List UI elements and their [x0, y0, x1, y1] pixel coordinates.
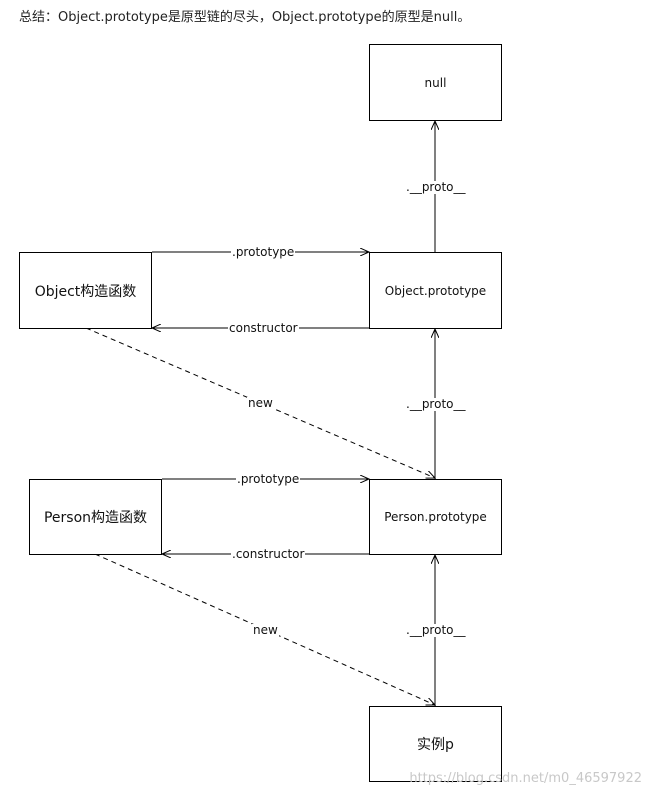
label-object-new: new [247, 396, 274, 410]
node-object-prototype: Object.prototype [369, 252, 502, 329]
label-person-prototype: .prototype [236, 472, 301, 486]
node-person-prototype: Person.prototype [369, 479, 502, 555]
label-proto-null: .__proto__ [405, 180, 467, 194]
summary-text: 总结：Object.prototype是原型链的尽头，Object.protot… [19, 10, 471, 25]
watermark: https://blog.csdn.net/m0_46597922 [409, 771, 642, 786]
label-object-prototype: .prototype [231, 245, 296, 259]
label-person-constructor: .constructor [231, 547, 306, 561]
edge-person-new [94, 553, 435, 705]
node-null: null [369, 44, 502, 121]
node-object-constructor: Object构造函数 [19, 252, 152, 329]
label-proto-objproto: .__proto__ [405, 397, 467, 411]
label-proto-personproto: .__proto__ [405, 623, 467, 637]
node-person-constructor: Person构造函数 [29, 479, 162, 555]
node-instance: 实例p [369, 706, 502, 782]
label-object-constructor: constructor [228, 321, 299, 335]
label-person-new: new [252, 623, 279, 637]
